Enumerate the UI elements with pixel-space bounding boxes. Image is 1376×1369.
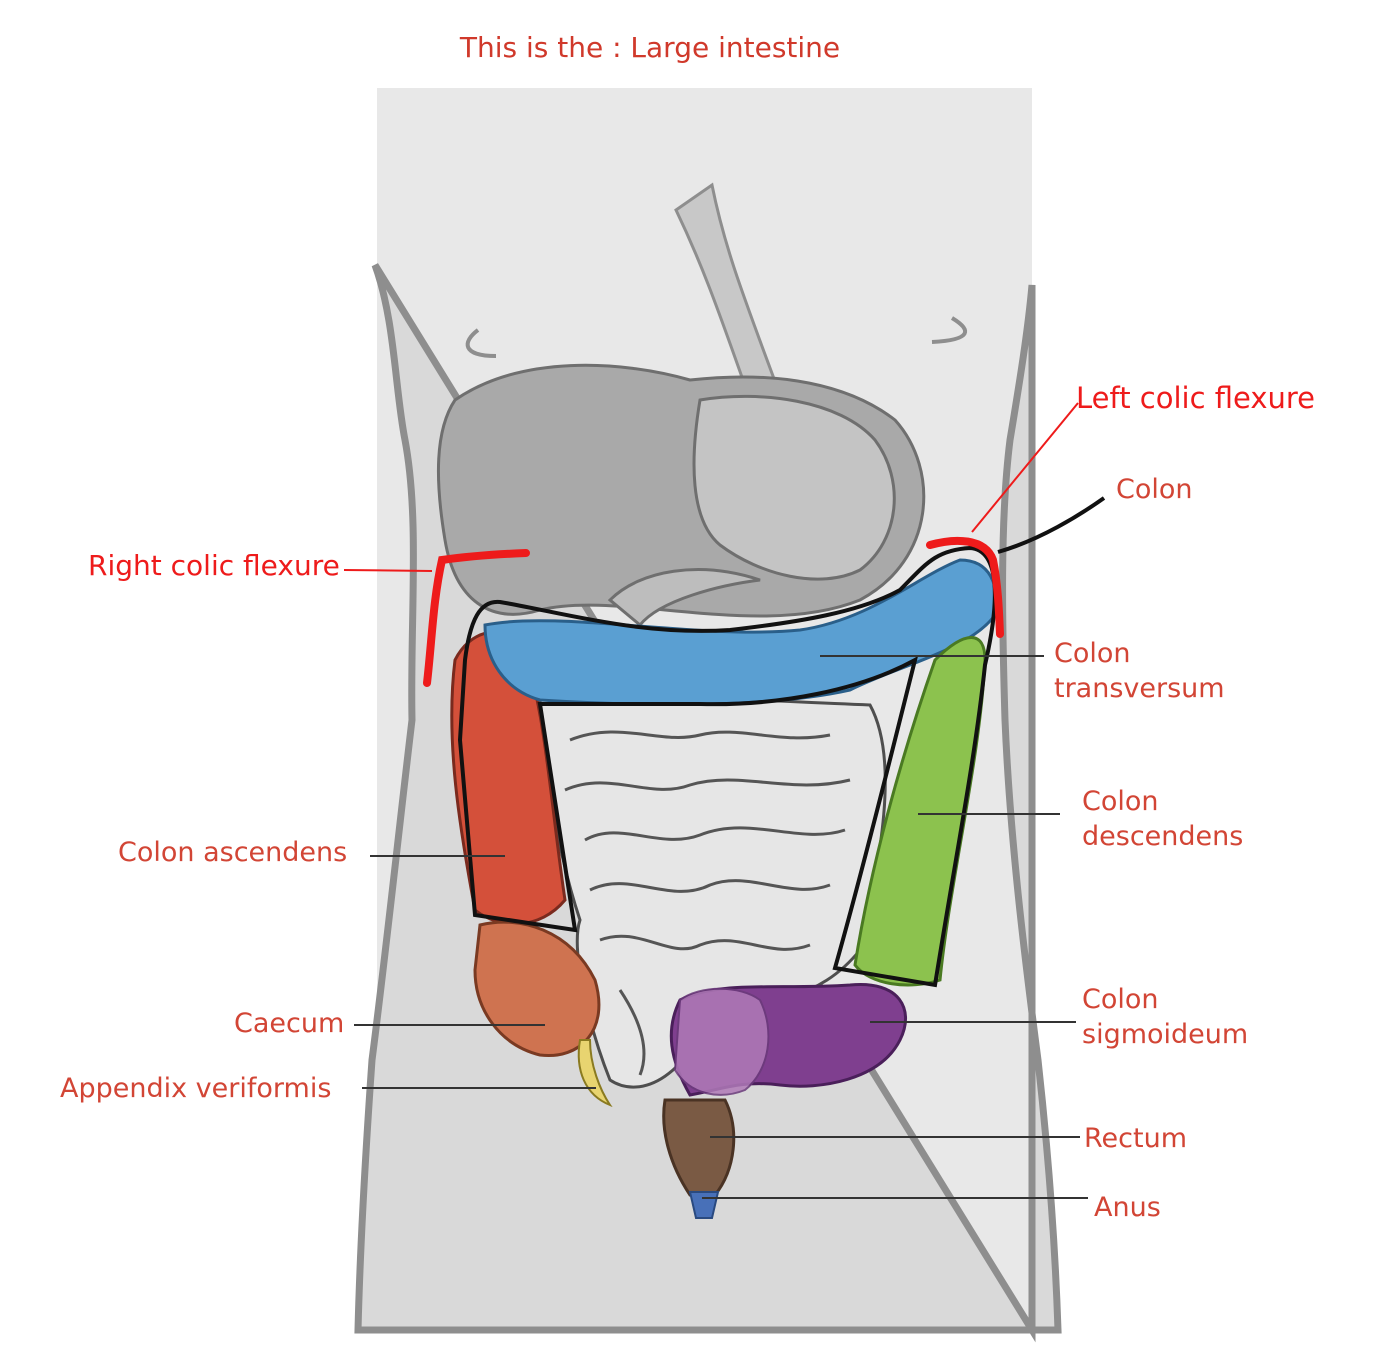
leader-lines [354, 655, 1088, 1199]
label-caecum: Caecum [234, 1008, 345, 1039]
label-colon-descendens: Colon descendens [1082, 784, 1243, 854]
label-anus: Anus [1094, 1192, 1161, 1223]
label-colon-transversum: Colon transversum [1054, 636, 1225, 706]
label-appendix-veriformis: Appendix veriformis [60, 1073, 332, 1104]
appendix [577, 1039, 613, 1108]
liver-fold [607, 568, 761, 628]
caecum [473, 920, 601, 1058]
anus [688, 1191, 720, 1219]
label-left-colic-flexure: Left colic flexure [1076, 381, 1316, 415]
label-colon-transversum-line2: transversum [1054, 673, 1225, 705]
label-colon: Colon [1116, 474, 1193, 505]
label-right-colic-flexure: Right colic flexure [88, 549, 340, 582]
label-colon-descendens-line1: Colon [1082, 786, 1159, 817]
label-colon-descendens-line2: descendens [1082, 821, 1244, 853]
stomach [692, 394, 896, 581]
label-colon-sigmoideum: Colon sigmoideum [1082, 982, 1248, 1052]
intestine-loops [564, 730, 851, 1076]
colon-sigmoideum-overlap [673, 987, 770, 1096]
chest-line-right [931, 316, 968, 344]
colon-pointer-curve [997, 496, 1106, 554]
label-colon-sigmoideum-line1: Colon [1082, 984, 1159, 1015]
left-colic-flexure-line [971, 402, 1079, 533]
left-colic-flexure-mark [926, 536, 1004, 638]
page-title: This is the : Large intestine [459, 31, 841, 64]
label-rectum: Rectum [1084, 1123, 1188, 1154]
label-colon-ascendens: Colon ascendens [118, 837, 348, 868]
label-colon-sigmoideum-line2: sigmoideum [1082, 1019, 1249, 1051]
right-colic-flexure-line [343, 569, 433, 572]
right-colic-flexure-mark [423, 549, 530, 687]
chest-line-left [465, 328, 497, 358]
label-colon-transversum-line1: Colon [1054, 638, 1131, 669]
